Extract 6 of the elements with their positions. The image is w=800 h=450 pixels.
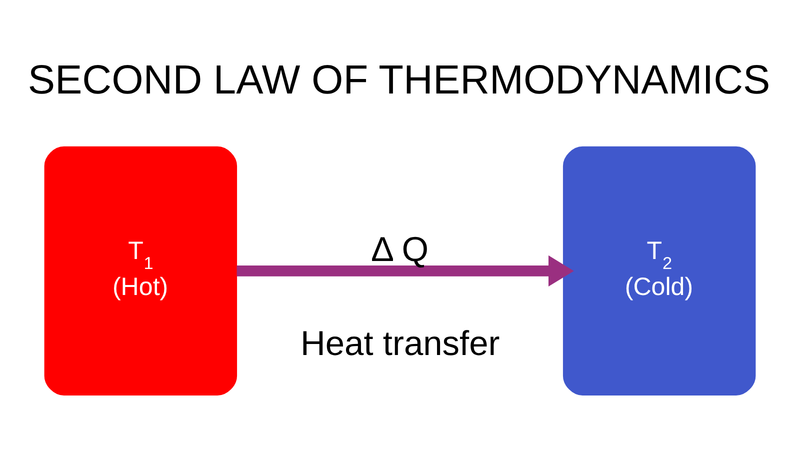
arrow — [236, 254, 574, 286]
diagram-title: SECOND LAW OF THERMODYNAMICS — [28, 56, 770, 102]
edge-label: Δ Q — [371, 230, 429, 268]
node-box: T$_{1}$ (Hot) — [44, 146, 238, 396]
label: Heat transfer — [300, 324, 500, 362]
node-box: T$_{2}$ (Cold) — [562, 146, 756, 396]
